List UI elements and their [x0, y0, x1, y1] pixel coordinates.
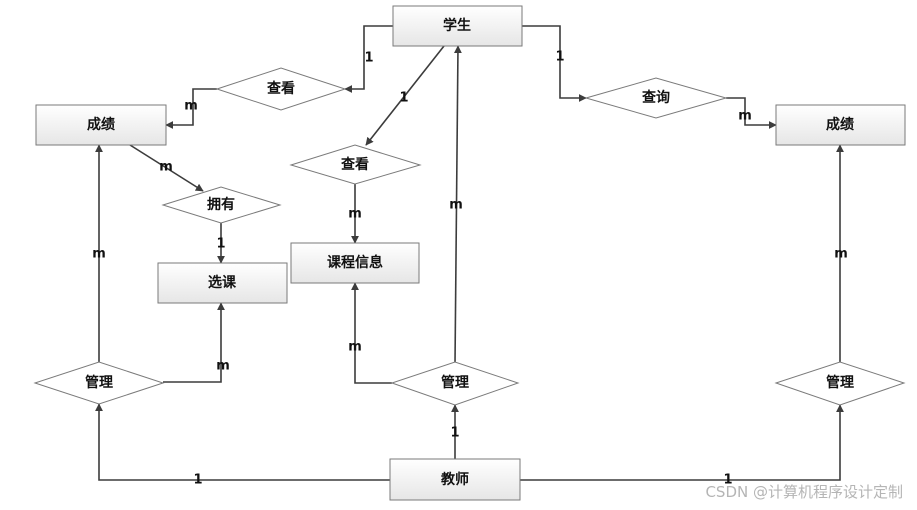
- entity-grades-left: 成绩: [35, 104, 167, 146]
- entity-course-info-box: [290, 242, 420, 284]
- card-student-view-grades: 1: [364, 51, 373, 66]
- entity-grades-right: 成绩: [775, 104, 906, 146]
- relationship-manage-right: 管理: [774, 361, 906, 406]
- link-view-grades-grades: [165, 88, 217, 129]
- link-student-view-grades: [344, 25, 393, 93]
- link-teacher-manage-right: [520, 404, 844, 481]
- relationship-own-diamond: [161, 186, 282, 224]
- relationship-manage-center: 管理: [390, 361, 520, 406]
- relationship-manage-center-label: 管理: [441, 374, 469, 391]
- link-manage-center-info: [351, 282, 392, 384]
- card-student-view-course: 1: [399, 91, 408, 106]
- relationship-query-label: 查询: [642, 89, 670, 106]
- entity-teacher-label: 教师: [441, 471, 469, 488]
- card-teacher-manage-left: 1: [193, 473, 202, 488]
- link-manage-center-student: [453, 45, 462, 365]
- relationship-view-course: 查看: [289, 144, 422, 185]
- entity-teacher: 教师: [389, 458, 521, 501]
- card-manage-left-grades: m: [92, 247, 106, 262]
- link-student-query: [522, 25, 587, 102]
- entity-course-selection-box: [157, 262, 288, 304]
- entity-student-label: 学生: [443, 17, 471, 34]
- relationship-manage-left-label: 管理: [85, 374, 113, 391]
- card-grades-own: m: [159, 160, 173, 175]
- entity-teacher-box: [389, 458, 521, 501]
- entity-course-selection: 选课: [157, 262, 288, 304]
- relationship-view-course-diamond: [289, 144, 422, 185]
- entity-grades-left-label: 成绩: [87, 116, 115, 133]
- entity-course-selection-label: 选课: [208, 274, 237, 291]
- watermark: CSDN @计算机程序设计定制: [705, 483, 903, 501]
- card-manage-center-student: m: [449, 198, 463, 213]
- link-manage-left-selection: [163, 302, 225, 383]
- link-teacher-manage-left: [95, 403, 390, 481]
- card-own-selection: 1: [216, 237, 225, 252]
- relationship-manage-left: 管理: [33, 361, 165, 405]
- link-query-grades: [726, 97, 777, 129]
- card-view-grades-grades: m: [184, 99, 198, 114]
- entity-grades-right-label: 成绩: [826, 116, 854, 133]
- cardinality-labels: 1 m 1 m 1 m m 1 m m m m 1 1 1 m: [92, 50, 848, 488]
- relationship-manage-right-diamond: [774, 361, 906, 406]
- card-manage-center-info: m: [348, 340, 362, 355]
- entity-student: 学生: [392, 5, 523, 47]
- relationship-manage-center-diamond: [390, 361, 520, 406]
- card-teacher-manage-right: 1: [723, 473, 732, 488]
- relationship-view-grades: 查看: [215, 67, 347, 111]
- relationship-view-course-label: 查看: [341, 156, 369, 173]
- card-query-grades: m: [738, 109, 752, 124]
- relationship-view-grades-diamond: [215, 67, 347, 111]
- relationship-query: 查询: [584, 77, 728, 119]
- relationship-own: 拥有: [161, 186, 282, 224]
- relationship-query-diamond: [584, 77, 728, 119]
- link-student-view-course: [365, 45, 445, 146]
- entity-grades-left-box: [35, 104, 167, 146]
- relationship-manage-right-label: 管理: [826, 374, 854, 391]
- entity-course-info: 课程信息: [290, 242, 420, 284]
- relationship-own-label: 拥有: [207, 196, 235, 213]
- card-manage-right-grades: m: [834, 247, 848, 262]
- relationship-manage-left-diamond: [33, 361, 165, 405]
- card-student-query: 1: [555, 50, 564, 65]
- entity-grades-right-box: [775, 104, 906, 146]
- link-grades-own: [129, 144, 204, 192]
- entity-course-info-label: 课程信息: [327, 254, 383, 271]
- card-manage-left-selection: m: [216, 359, 230, 374]
- relationship-view-grades-label: 查看: [267, 80, 295, 97]
- entity-student-box: [392, 5, 523, 47]
- card-view-course-info: m: [348, 207, 362, 222]
- connectors: [95, 25, 844, 481]
- card-teacher-manage-center: 1: [450, 426, 459, 441]
